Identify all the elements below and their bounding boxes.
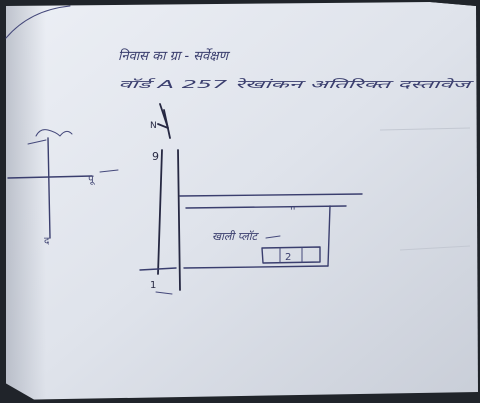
pole: N 9 1 xyxy=(139,103,181,295)
axis-east-mark: पू xyxy=(88,174,96,185)
paper xyxy=(6,2,478,400)
pole-top-label: 9 xyxy=(152,150,159,163)
bleed-line xyxy=(379,127,471,131)
paper-shadow xyxy=(6,6,46,400)
corner-shadow xyxy=(430,0,480,10)
axis-south-mark: द xyxy=(44,236,50,247)
direction-cross: पू द xyxy=(7,129,119,247)
header-line-2: वॉर्ड A 257 रेखांकन अतिरिक्त दस्तावेज xyxy=(118,78,476,91)
paper-curl xyxy=(5,5,71,39)
box-label: 2 xyxy=(285,252,291,263)
header-line-1: निवास का ग्रा - सर्वेक्षण xyxy=(118,48,231,64)
pole-bottom-label: 1 xyxy=(150,280,156,291)
small-marks: '' xyxy=(290,206,296,217)
corner-shadow xyxy=(0,380,40,403)
plot-sketch: '' खाली प्लॉट 2 xyxy=(179,193,363,269)
plot-label: खाली प्लॉट xyxy=(212,230,260,243)
north-mark: N xyxy=(150,121,157,131)
bleed-line xyxy=(399,245,471,251)
